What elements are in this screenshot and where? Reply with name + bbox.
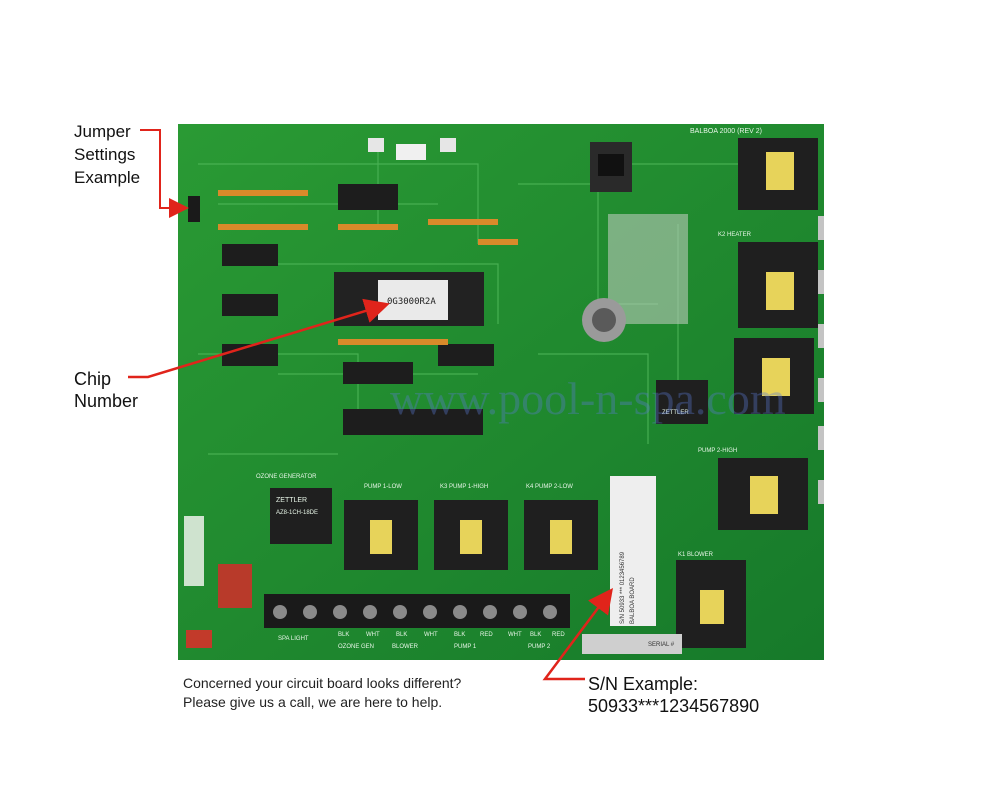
serial-field-text: SERIAL # — [648, 642, 675, 648]
jumper-arrow — [140, 129, 189, 218]
terminal-group: OZONE GEN — [338, 644, 374, 650]
chip-callout-line2: Number — [74, 391, 139, 411]
serial-field — [582, 634, 682, 654]
bottom-connector — [186, 630, 212, 648]
connector-j2 — [396, 144, 426, 160]
pump-relays — [344, 500, 598, 570]
relay-header-3: K4 PUMP 2-LOW — [526, 484, 573, 490]
serial-label-text: S/N 50933 *** 0123456789 — [620, 551, 626, 624]
chip-callout: Chip Number — [74, 368, 138, 412]
serial-sticker — [610, 476, 656, 626]
serial-brand-text: BALBOA BOARD — [630, 577, 636, 624]
help-note-line1: Concerned your circuit board looks diffe… — [183, 675, 462, 691]
terminal-group: PUMP 1 — [454, 644, 477, 650]
ozone-relay-part: AZ8-1CH-18DE — [276, 510, 318, 516]
terminal-labels: SPA LIGHT BLK WHT BLK WHT BLK RED WHT BL… — [278, 632, 565, 650]
watermark-text: www.pool-n-spa.com — [390, 373, 786, 424]
jumper-callout-line1: Jumper — [74, 122, 131, 141]
fuse-holder — [184, 516, 204, 586]
side-label-blower: K1 BLOWER — [678, 552, 714, 558]
terminal-label: BLK — [454, 632, 465, 638]
terminal-label: RED — [552, 632, 565, 638]
terminal-label: WHT — [366, 632, 380, 638]
connector-j3 — [440, 138, 456, 152]
jumper-callout-line2: Settings — [74, 145, 136, 164]
ozone-capacitor — [218, 564, 252, 608]
board-header-text: BALBOA 2000 (REV 2) — [690, 128, 762, 135]
terminal-group: PUMP 2 — [528, 644, 551, 650]
terminal-group: BLOWER — [392, 644, 419, 650]
terminal-label: BLK — [338, 632, 349, 638]
terminal-label: BLK — [530, 632, 541, 638]
side-label-heater: K2 HEATER — [718, 232, 752, 238]
terminal-label: BLK — [396, 632, 407, 638]
sn-callout-line2: 50933***1234567890 — [588, 696, 760, 716]
jumper-block — [188, 196, 200, 222]
sn-arrow — [542, 587, 613, 681]
serial-sticker-text: S/N 50933 *** 0123456789 BALBOA BOARD — [620, 551, 636, 624]
relay-header-1: PUMP 1-LOW — [364, 484, 402, 490]
terminal-label: WHT — [424, 632, 438, 638]
terminal-label: SPA LIGHT — [278, 636, 309, 642]
dip-chips — [222, 184, 494, 435]
sn-callout: S/N Example: 50933***1234567890 — [588, 673, 759, 717]
ozone-relay — [270, 488, 332, 544]
circuit-board-image: BALBOA 2000 (REV 2) ZET — [178, 124, 824, 660]
sn-callout-line1: S/N Example: — [588, 674, 699, 694]
terminal-screws — [273, 605, 557, 619]
relay-header-2: K3 PUMP 1-HIGH — [440, 484, 488, 490]
resistor-bank — [218, 190, 518, 345]
chip-label-text: 0G3000R2A — [387, 297, 436, 307]
ozone-label: OZONE GENERATOR — [256, 474, 317, 480]
terminal-label: WHT — [508, 632, 522, 638]
heater-tabs — [818, 216, 824, 504]
side-label-pump2: PUMP 2-HIGH — [698, 448, 737, 454]
side-relays — [676, 138, 818, 648]
mid-relay-brand: ZETTLER — [662, 410, 689, 416]
mid-relay — [656, 380, 708, 424]
chip-callout-line1: Chip — [74, 369, 112, 389]
help-note: Concerned your circuit board looks diffe… — [183, 674, 461, 712]
chip-arrow — [128, 298, 390, 379]
terminal-label: RED — [480, 632, 493, 638]
help-note-line2: Please give us a call, we are here to he… — [183, 694, 443, 710]
ozone-relay-brand: ZETTLER — [276, 497, 307, 504]
jumper-callout: Jumper Settings Example — [74, 120, 140, 189]
connector-j15 — [368, 138, 384, 152]
jumper-callout-line3: Example — [74, 168, 141, 187]
